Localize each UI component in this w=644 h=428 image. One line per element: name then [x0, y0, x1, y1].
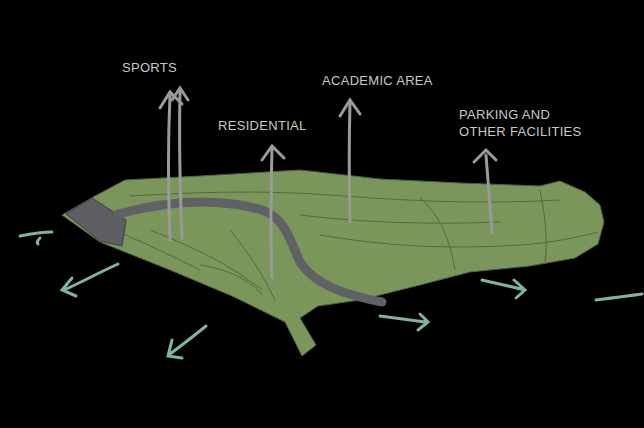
site-terrain	[62, 170, 604, 356]
wind-arrows	[20, 232, 642, 358]
road	[118, 202, 382, 302]
parking-patch	[66, 198, 126, 246]
zone-label: SPORTS	[122, 59, 177, 76]
zone-label: ACADEMIC AREA	[322, 72, 433, 89]
pointer-arrows	[160, 88, 496, 278]
zone-label: RESIDENTIAL	[218, 117, 307, 134]
zone-label: PARKING AND OTHER FACILITIES	[459, 106, 599, 140]
